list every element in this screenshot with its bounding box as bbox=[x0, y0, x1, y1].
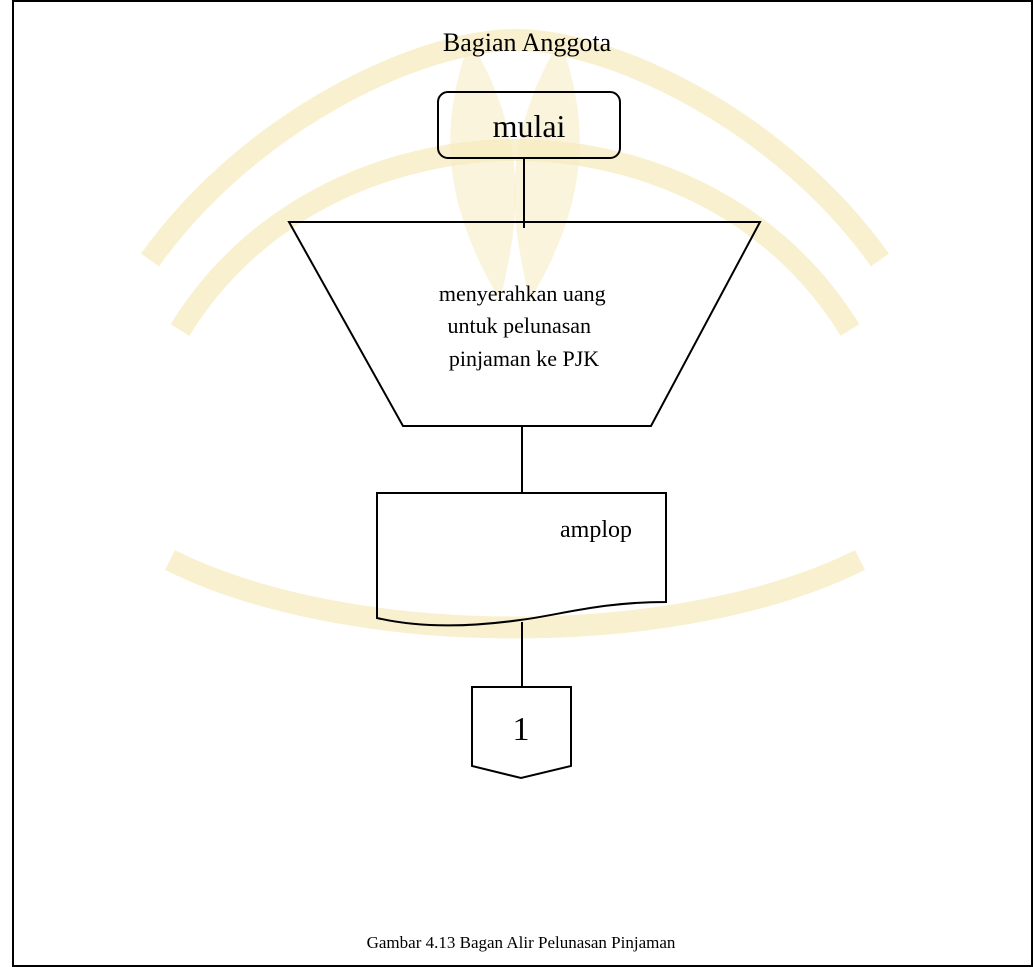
start-label: mulai bbox=[493, 108, 566, 144]
off-page-connector bbox=[471, 686, 572, 780]
watermark-logo bbox=[141, 28, 889, 639]
manual-op-line-1: menyerahkan uang bbox=[439, 281, 606, 306]
manual-operation bbox=[287, 221, 762, 427]
connector-label: 1 bbox=[513, 711, 530, 748]
lane-title: Bagian Anggota bbox=[443, 28, 612, 57]
document-label: amplop bbox=[560, 517, 632, 543]
document-shape bbox=[376, 492, 667, 627]
figure-caption: Gambar 4.13 Bagan Alir Pelunasan Pinjama… bbox=[367, 933, 676, 952]
manual-op-text: menyerahkan uang untuk pelunasan pinjama… bbox=[439, 281, 611, 371]
diagram-frame bbox=[12, 0, 1033, 967]
manual-op-line-3: pinjaman ke PJK bbox=[449, 346, 599, 371]
manual-op-line-2: untuk pelunasan bbox=[447, 313, 591, 338]
start-terminator bbox=[437, 91, 621, 159]
